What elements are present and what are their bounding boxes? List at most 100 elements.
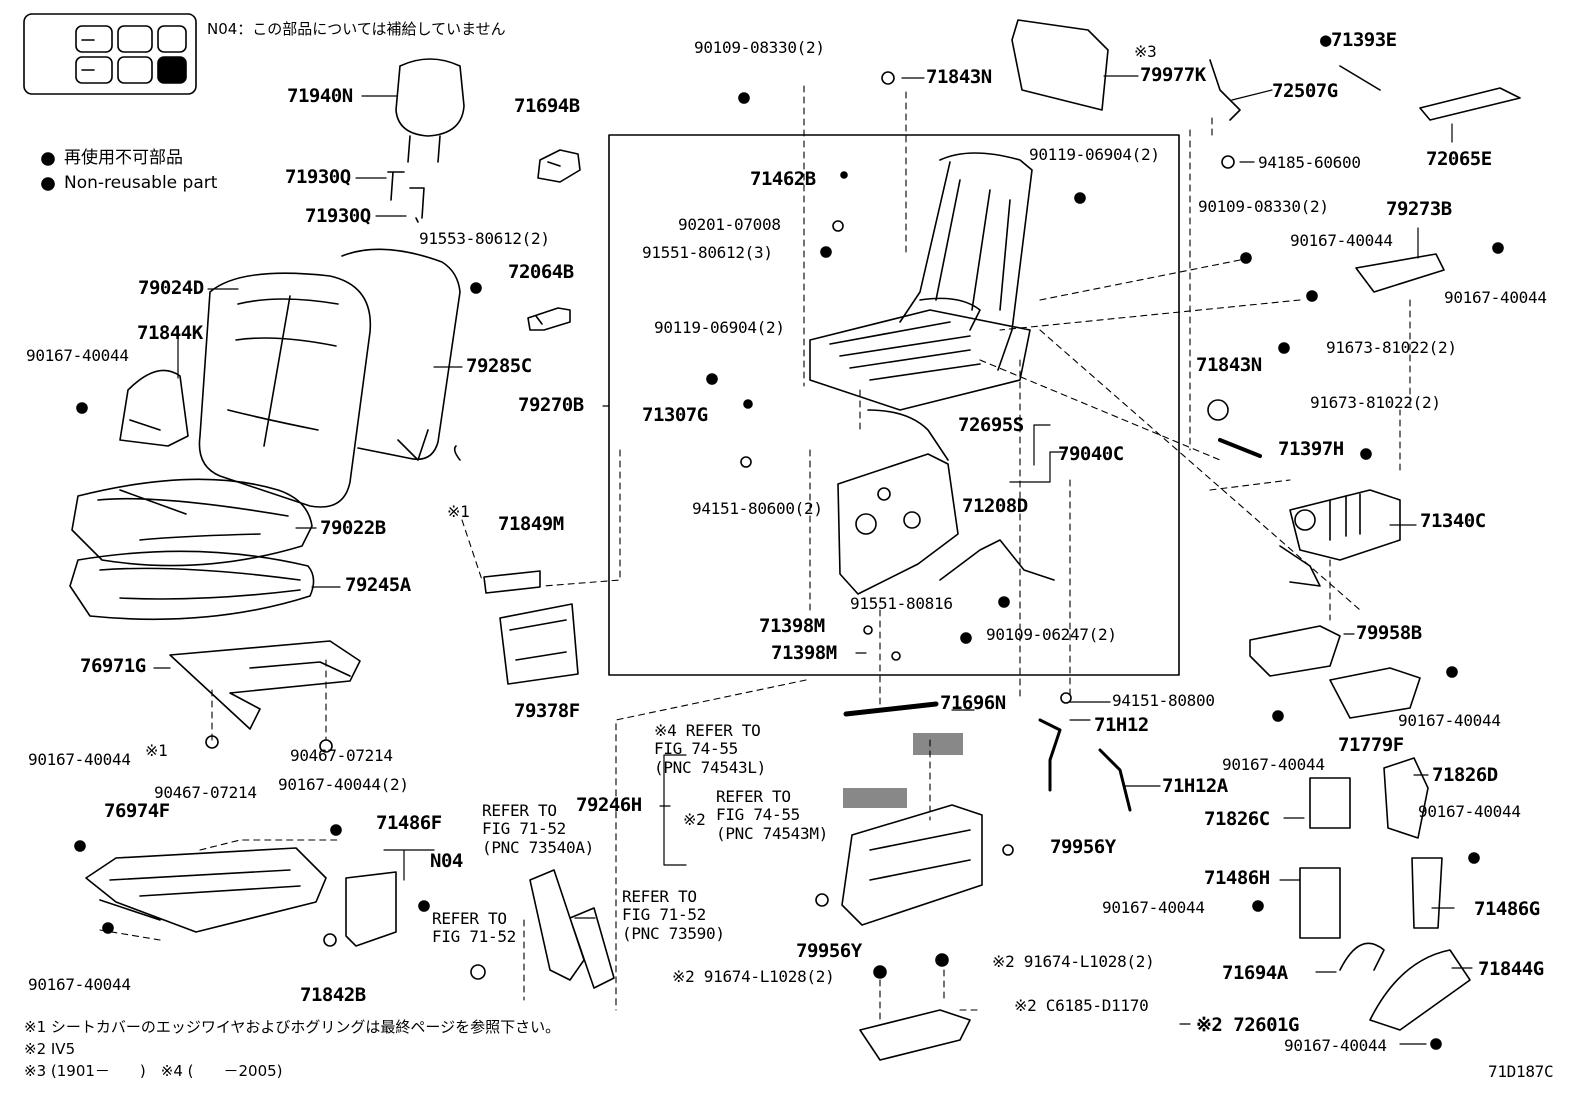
nonreusable-bullets — [41, 152, 55, 191]
part-label[interactable]: 90467-07214 — [290, 746, 393, 765]
part-label[interactable]: 71486G — [1474, 898, 1540, 920]
mark-1: ※1 — [447, 502, 470, 521]
part-label[interactable]: 71940N — [287, 85, 353, 107]
part-label[interactable]: 79956Y — [796, 940, 862, 962]
part-label[interactable]: 71694B — [514, 95, 580, 117]
trim-m-swatch — [843, 788, 907, 808]
part-label[interactable]: 71340C — [1420, 510, 1486, 532]
part-label[interactable]: 79285C — [466, 355, 532, 377]
part-label[interactable]: 90467-07214 — [154, 783, 257, 802]
part-label[interactable]: 91673-81022(2) — [1326, 338, 1457, 357]
part-71h12 — [1038, 718, 1062, 792]
pad-76971g — [169, 640, 361, 730]
part-label[interactable]: 91551-80612(3) — [642, 243, 773, 262]
part-label[interactable]: 79270B — [518, 394, 584, 416]
part-label[interactable]: 71462B — [750, 168, 816, 190]
part-label[interactable]: 71826D — [1432, 764, 1498, 786]
part-label[interactable]: 71486F — [376, 812, 442, 834]
part-label[interactable]: 79977K — [1140, 64, 1206, 86]
part-label[interactable]: 71930Q — [305, 205, 371, 227]
part-label[interactable]: 90167-40044 — [1284, 1036, 1387, 1055]
part-label[interactable]: 90167-40044 — [1290, 231, 1393, 250]
bracket-72507g — [1209, 59, 1241, 121]
part-label[interactable]: 90167-40044 — [28, 750, 131, 769]
ref-fig-71-52: REFER TO FIG 71-52 — [432, 909, 516, 947]
part-label[interactable]: 71843N — [1196, 354, 1262, 376]
bracket-72064b — [527, 307, 571, 331]
part-label[interactable]: 71H12A — [1162, 775, 1228, 797]
part-label[interactable]: 79378F — [514, 700, 580, 722]
part-label[interactable]: 71849M — [498, 513, 564, 535]
part-label[interactable]: 90201-07008 — [678, 215, 781, 234]
recliner-plate-drawing — [837, 409, 959, 595]
part-label[interactable]: 71H12 — [1094, 714, 1149, 736]
mark-1: ※1 — [145, 741, 168, 760]
bracket-71826d — [1383, 757, 1429, 839]
part-label[interactable]: 79956Y — [1050, 836, 1116, 858]
part-label[interactable]: 76971G — [80, 655, 146, 677]
part-label[interactable]: 72507G — [1272, 80, 1338, 102]
part-label[interactable]: 72064B — [508, 261, 574, 283]
part-label[interactable]: 71842B — [300, 984, 366, 1006]
part-label[interactable]: ※2 C6185-D1170 — [1014, 996, 1149, 1015]
part-label[interactable]: 71930Q — [285, 166, 351, 188]
diagram-id: 71D187C — [1488, 1062, 1554, 1081]
part-label[interactable]: 79022B — [320, 517, 386, 539]
part-label[interactable]: 90167-40044(2) — [278, 775, 409, 794]
part-label[interactable]: 71398M — [771, 642, 837, 664]
part-label[interactable]: 71398M — [759, 615, 825, 637]
part-label[interactable]: ※2 72601G — [1196, 1014, 1299, 1036]
part-label[interactable]: 71844G — [1478, 958, 1544, 980]
part-label[interactable]: 71779F — [1338, 734, 1404, 756]
part-label[interactable]: 71843N — [926, 66, 992, 88]
part-label[interactable]: 71826C — [1204, 808, 1270, 830]
part-label[interactable]: 90167-40044 — [28, 975, 131, 994]
part-label[interactable]: 72695S — [958, 414, 1024, 436]
part-label[interactable]: ※2 91674-L1028(2) — [672, 967, 835, 986]
cover-79378f — [499, 603, 579, 685]
part-label[interactable]: 91553-80612(2) — [419, 229, 550, 248]
part-label[interactable]: 91673-81022(2) — [1310, 393, 1441, 412]
part-label[interactable]: 71486H — [1204, 867, 1270, 889]
part-label[interactable]: 90109-08330(2) — [1198, 197, 1329, 216]
side-cover-71844k — [119, 369, 189, 447]
part-label[interactable]: 94151-80600(2) — [692, 499, 823, 518]
part-label[interactable]: 79958B — [1356, 622, 1422, 644]
part-label[interactable]: 90167-40044 — [1222, 755, 1325, 774]
part-label[interactable]: 90167-40044 — [1398, 711, 1501, 730]
part-label[interactable]: 71844K — [137, 322, 203, 344]
part-label[interactable]: 90109-06247(2) — [986, 625, 1117, 644]
part-label[interactable]: 79245A — [345, 574, 411, 596]
part-label[interactable]: 72065E — [1426, 148, 1492, 170]
cover-79958b — [1249, 625, 1341, 677]
part-label[interactable]: 79040C — [1058, 443, 1124, 465]
part-label[interactable]: 90119-06904(2) — [1029, 145, 1160, 164]
part-label[interactable]: 71307G — [642, 404, 708, 426]
part-label[interactable]: 90167-40044 — [1102, 898, 1205, 917]
part-label[interactable]: ●71393E — [1320, 29, 1397, 51]
part-label[interactable]: 94185-60600 — [1258, 153, 1361, 172]
pin-71397h — [1218, 438, 1262, 458]
part-label[interactable]: N04 — [430, 850, 463, 872]
part-label[interactable]: 71208D — [962, 495, 1028, 517]
part-label[interactable]: 90109-08330(2) — [694, 38, 825, 57]
part-label[interactable]: 71694A — [1222, 962, 1288, 984]
part-label[interactable]: 94151-80800 — [1112, 691, 1215, 710]
part-label[interactable]: 71397H — [1278, 438, 1344, 460]
part-label[interactable]: 90167-40044 — [1418, 802, 1521, 821]
bracket-72601g — [859, 1009, 971, 1061]
ref-fig-71-52-73590: REFER TO FIG 71-52 (PNC 73590) — [622, 887, 725, 943]
part-label[interactable]: 90167-40044 — [26, 346, 129, 365]
part-label[interactable]: 79273B — [1386, 198, 1452, 220]
part-label[interactable]: 79024D — [138, 277, 204, 299]
cover-71779f — [1329, 667, 1421, 719]
part-label[interactable]: 90167-40044 — [1444, 288, 1547, 307]
part-label[interactable]: 90119-06904(2) — [654, 318, 785, 337]
part-label[interactable]: 91551-80816 — [850, 594, 953, 613]
part-label[interactable]: 71696N — [940, 692, 1006, 714]
part-label[interactable]: 76974F — [104, 800, 170, 822]
part-label[interactable]: ※2 91674-L1028(2) — [992, 952, 1155, 971]
part-label[interactable]: 79246H — [576, 794, 642, 816]
bracket-71486f — [345, 871, 397, 947]
